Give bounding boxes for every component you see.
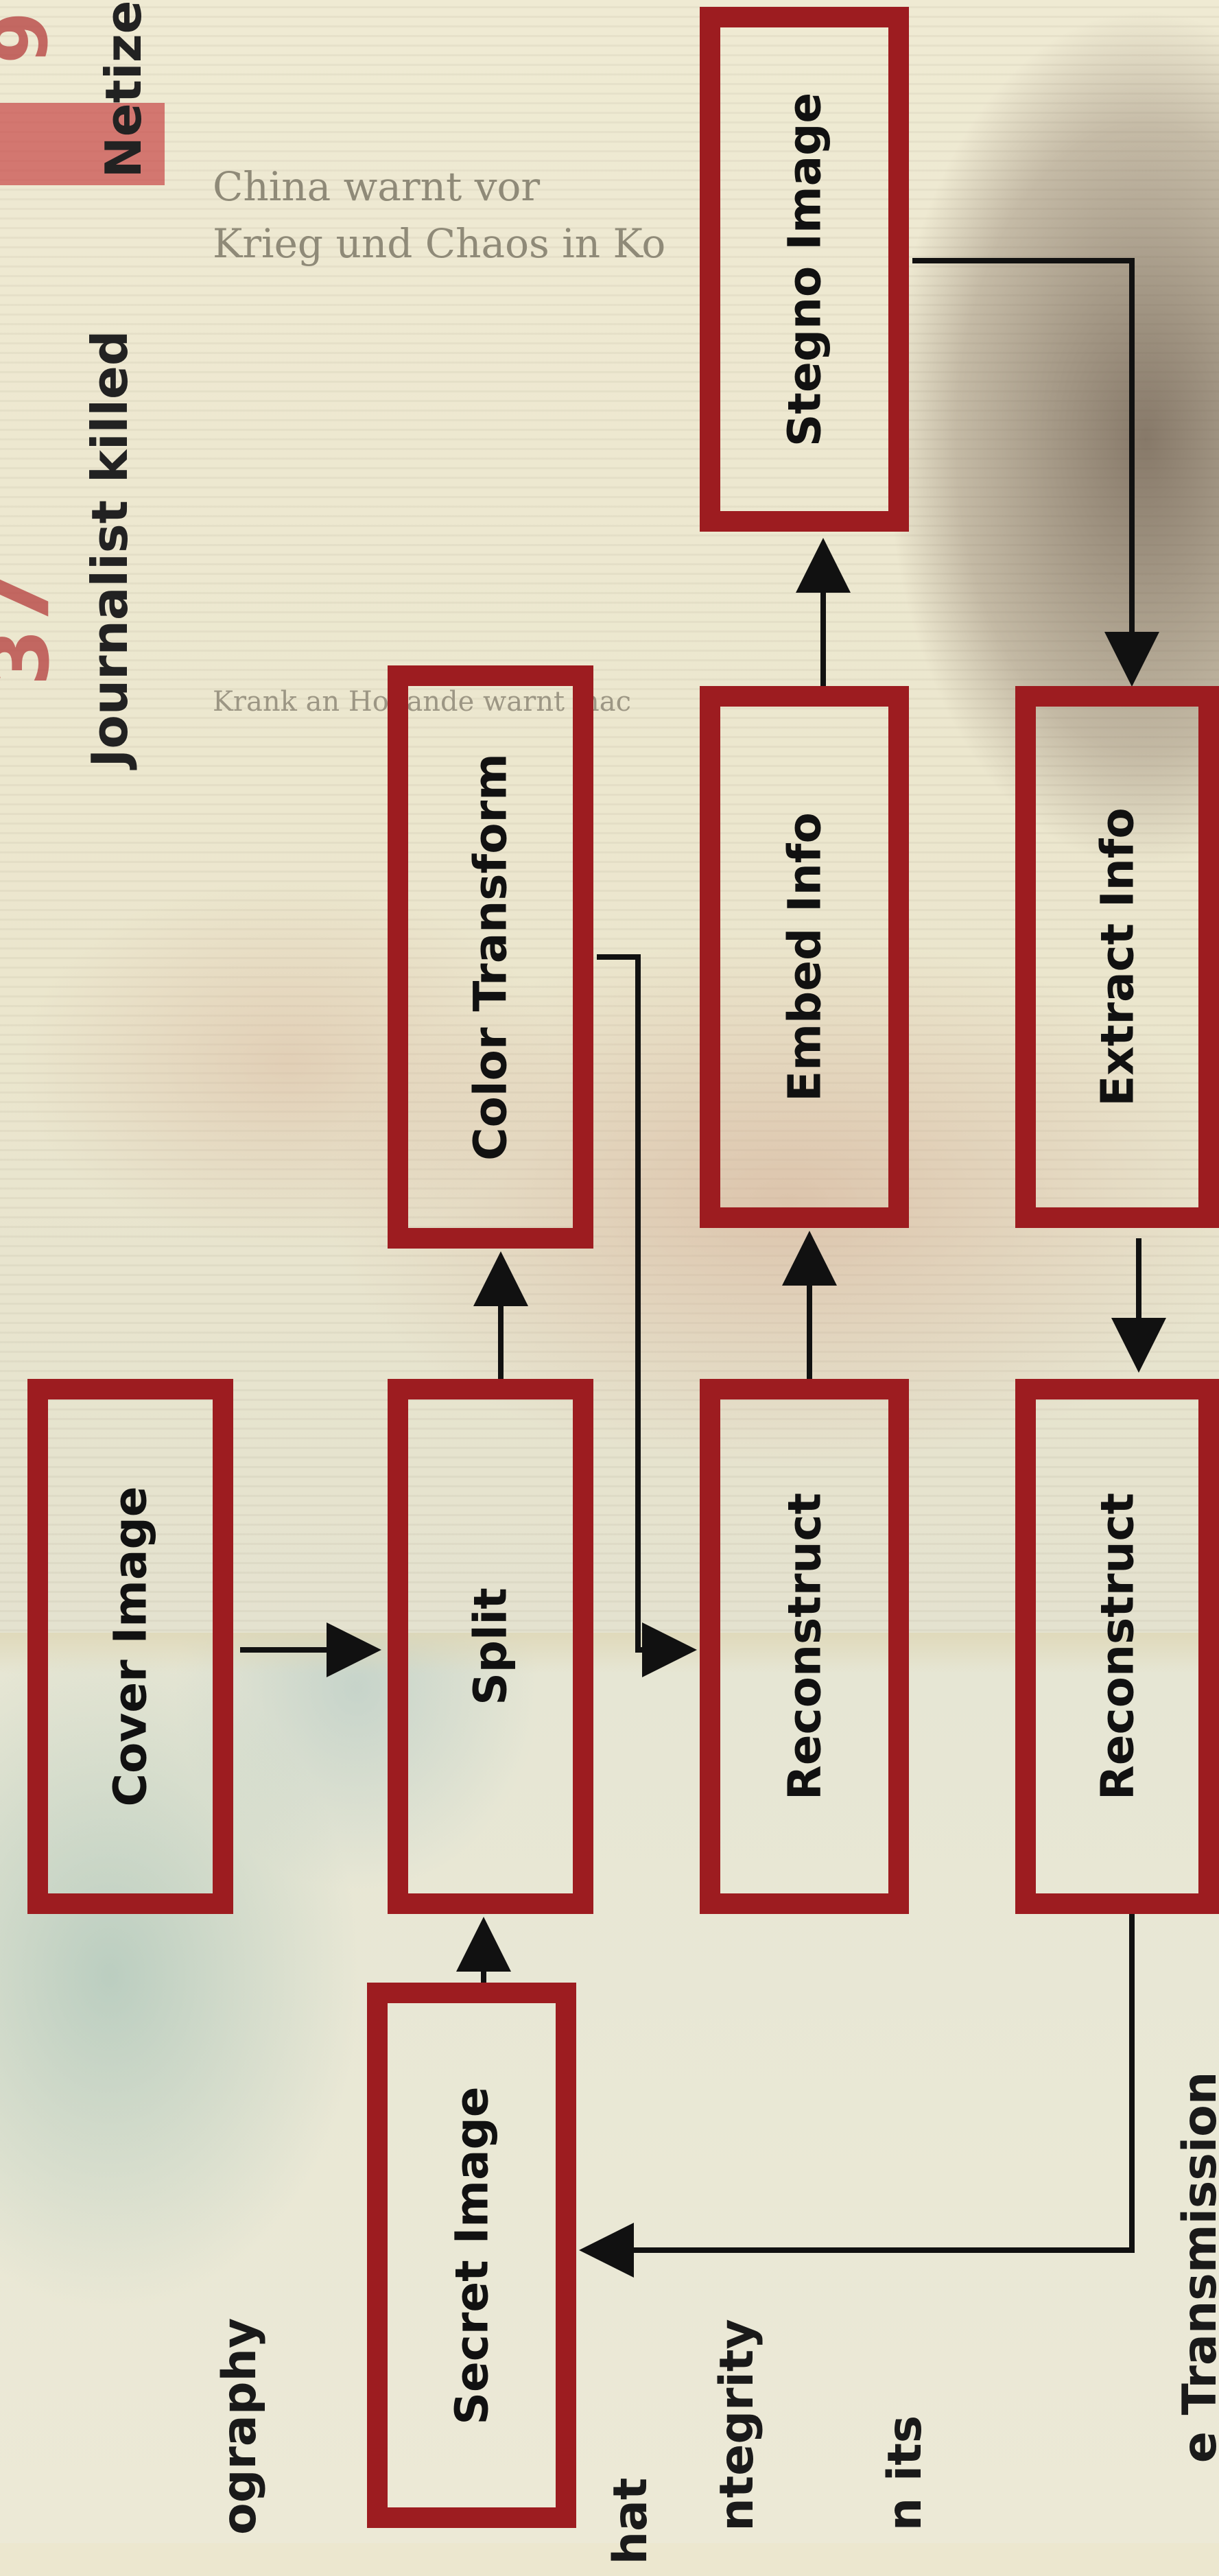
node-embed-info-label: Embed Info xyxy=(778,812,831,1102)
node-stegno-image-label: Stegno Image xyxy=(778,92,831,447)
node-color-transform-label: Color Transform xyxy=(464,753,517,1161)
arrow-stegno-to-extract xyxy=(912,258,1159,687)
node-split: Split xyxy=(388,1379,593,1914)
node-secret-image-label: Secret Image xyxy=(445,2085,498,2425)
node-color-transform: Color Transform xyxy=(388,665,593,1249)
node-reconstruct-1: Reconstruct xyxy=(700,1379,909,1914)
hair-photo-background xyxy=(652,0,1219,960)
node-extract-info: Extract Info xyxy=(1015,686,1219,1228)
node-secret-image: Secret Image xyxy=(367,1983,576,2528)
node-extract-info-label: Extract Info xyxy=(1091,807,1144,1107)
node-cover-image-label: Cover Image xyxy=(104,1486,157,1807)
node-reconstruct-2: Reconstruct xyxy=(1015,1379,1219,1914)
node-embed-info: Embed Info xyxy=(700,686,909,1228)
node-reconstruct-1-label: Reconstruct xyxy=(778,1492,831,1801)
node-cover-image: Cover Image xyxy=(27,1379,233,1914)
red-tag-decoration xyxy=(0,103,165,185)
newspaper-headline-line1: China warnt vor xyxy=(213,163,541,210)
arrow-reconstruct-to-secret xyxy=(579,1914,1135,2278)
newspaper-headline-line2: Krieg und Chaos in Ko xyxy=(213,220,666,267)
node-stegno-image: Stegno Image xyxy=(700,7,909,532)
node-reconstruct-2-label: Reconstruct xyxy=(1091,1492,1144,1801)
arrow-color-to-reconstruct xyxy=(597,954,697,1677)
newspaper-subheadline: Krank an Hollande warnt mac xyxy=(213,686,631,718)
node-split-label: Split xyxy=(464,1587,517,1705)
